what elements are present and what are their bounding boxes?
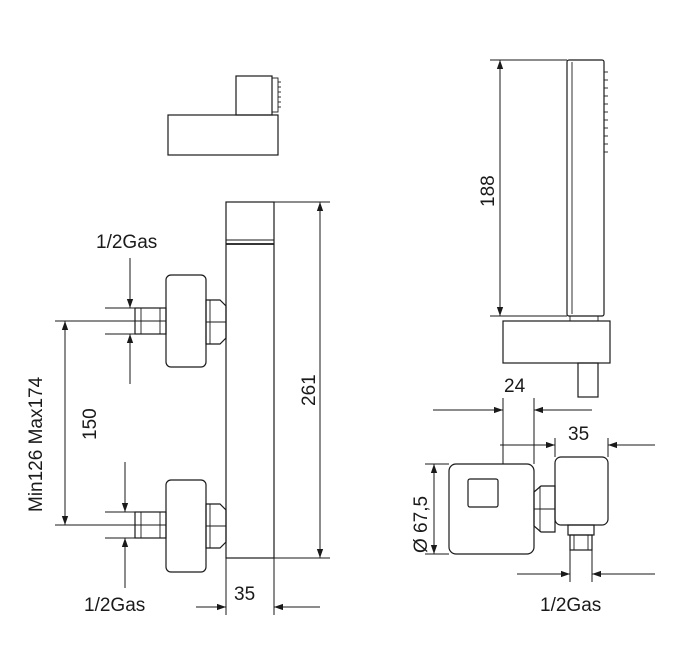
lower-eccentric-connector — [134, 479, 227, 573]
diameter-label: Ø 67,5 — [411, 496, 432, 553]
wall-outlet-view — [425, 398, 655, 582]
mixer-top-view — [167, 75, 281, 156]
height-label: 261 — [299, 374, 320, 406]
range-label: Min126 Max174 — [26, 376, 47, 512]
gas-bottom-label: 1/2Gas — [84, 595, 145, 616]
shower-head-nozzles — [604, 71, 608, 153]
holder-width-label: 24 — [504, 376, 526, 397]
width-bottom-label: 35 — [234, 584, 255, 605]
mixer-front-view — [55, 201, 330, 615]
holder-depth-label: 35 — [568, 424, 589, 445]
shower-height-label: 188 — [478, 175, 499, 207]
gas-top-label: 1/2Gas — [96, 232, 157, 253]
top-view-knurl — [278, 81, 281, 108]
gas-right-label: 1/2Gas — [540, 595, 601, 616]
hand-shower-view — [490, 59, 611, 398]
spacing-label: 150 — [80, 408, 101, 440]
